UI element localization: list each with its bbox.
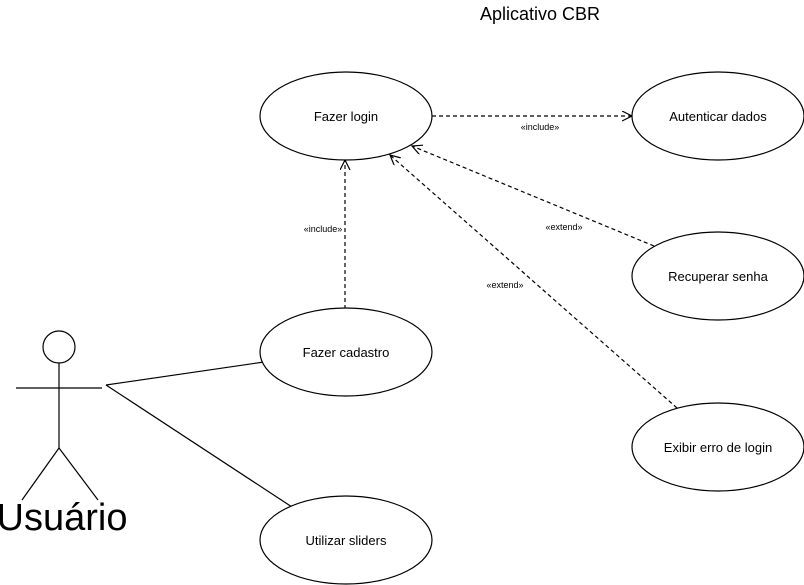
edge-label-include-login-autenticar: «include» (521, 122, 560, 132)
actor-left-leg (21, 447, 60, 501)
use-case-recuperar-senha[interactable]: Recuperar senha (631, 231, 804, 321)
association-actor-sliders (105, 384, 293, 508)
association-actor-cadastro (105, 361, 265, 386)
use-case-label: Fazer cadastro (303, 345, 390, 360)
edge-extend-erro-login (390, 155, 678, 409)
use-case-utilizar-sliders[interactable]: Utilizar sliders (259, 495, 433, 585)
edge-extend-recuperar-login (412, 146, 655, 247)
actor-name: Usuário (0, 497, 127, 539)
use-case-fazer-cadastro[interactable]: Fazer cadastro (259, 307, 433, 397)
edge-label-extend-recuperar-login: «extend» (545, 222, 582, 232)
use-case-exibir-erro-de-login[interactable]: Exibir erro de login (631, 402, 804, 492)
use-case-fazer-login[interactable]: Fazer login (259, 71, 433, 161)
use-case-label: Fazer login (314, 109, 378, 124)
edge-label-extend-erro-login: «extend» (486, 280, 523, 290)
use-case-label: Autenticar dados (669, 109, 767, 124)
use-case-label: Exibir erro de login (664, 440, 772, 455)
use-case-label: Recuperar senha (668, 269, 768, 284)
use-case-label: Utilizar sliders (306, 533, 387, 548)
edge-label-include-cadastro-login: «include» (304, 224, 343, 234)
actor-right-leg (58, 447, 99, 501)
use-case-autenticar-dados[interactable]: Autenticar dados (631, 71, 804, 161)
actor-stick-figure (16, 330, 102, 501)
diagram-title: Aplicativo CBR (480, 4, 600, 24)
actor-head (42, 330, 76, 364)
